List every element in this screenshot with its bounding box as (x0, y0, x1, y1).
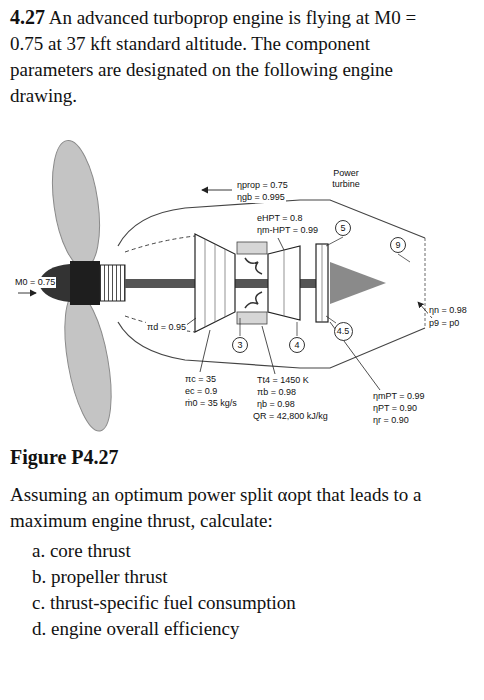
parameter-label: ηgb = 0.995 (236, 192, 286, 203)
station-circle: 4.5 (334, 322, 353, 341)
parameter-label: ηr = 0.90 (372, 415, 410, 426)
parameter-label: ṁ0 = 35 kg/s (184, 398, 238, 409)
parameter-label: πb = 0.98 (256, 387, 297, 398)
parameter-label: QR = 42,800 kJ/kg (252, 411, 329, 422)
question-block: Assuming an optimum power split αopt tha… (10, 482, 450, 642)
station-number: 3 (237, 340, 242, 350)
station-number: 4.5 (337, 326, 350, 336)
parameter-label: πd = 0.95 (146, 322, 187, 333)
station-circle: 4 (289, 337, 305, 353)
question-item: b. propeller thrust (32, 564, 450, 590)
parameter-label: ηb = 0.98 (256, 399, 296, 410)
parameter-label: πc = 35 (184, 374, 217, 385)
question-item: c. thrust-specific fuel consumption (32, 590, 450, 616)
parameter-label: Power turbine (322, 168, 370, 190)
problem-number: 4.27 (10, 6, 45, 28)
parameter-label: ηPT = 0.90 (372, 403, 418, 414)
problem-text: An advanced turboprop engine is flying a… (10, 7, 416, 106)
parameter-label: ec = 0.9 (184, 386, 218, 397)
question-text: Assuming an optimum power split αopt tha… (10, 482, 450, 534)
parameter-label: ηm-HPT = 0.99 (256, 225, 319, 236)
question-item: a. core thrust (32, 538, 450, 564)
parameter-label: p9 = p0 (428, 318, 460, 329)
parameter-label: ηn = 0.98 (428, 305, 468, 316)
parameter-label: M0 = 0.75 (14, 277, 56, 288)
station-number: 5 (340, 223, 345, 233)
station-number: 4 (294, 340, 299, 350)
parameter-label: ηprop = 0.75 (236, 180, 289, 191)
station-circle: 3 (232, 337, 248, 353)
parameter-label: ηmPT = 0.99 (372, 391, 426, 402)
problem-statement: 4.27 An advanced turboprop engine is fly… (10, 4, 450, 109)
figure-caption: Figure P4.27 (10, 444, 119, 470)
station-circle: 9 (390, 237, 406, 253)
station-number: 9 (395, 240, 400, 250)
station-circle: 5 (335, 220, 351, 236)
question-item: d. engine overall efficiency (32, 616, 450, 642)
parameter-label: eHPT = 0.8 (256, 213, 304, 224)
parameter-label: Tt4 = 1450 K (256, 375, 310, 386)
